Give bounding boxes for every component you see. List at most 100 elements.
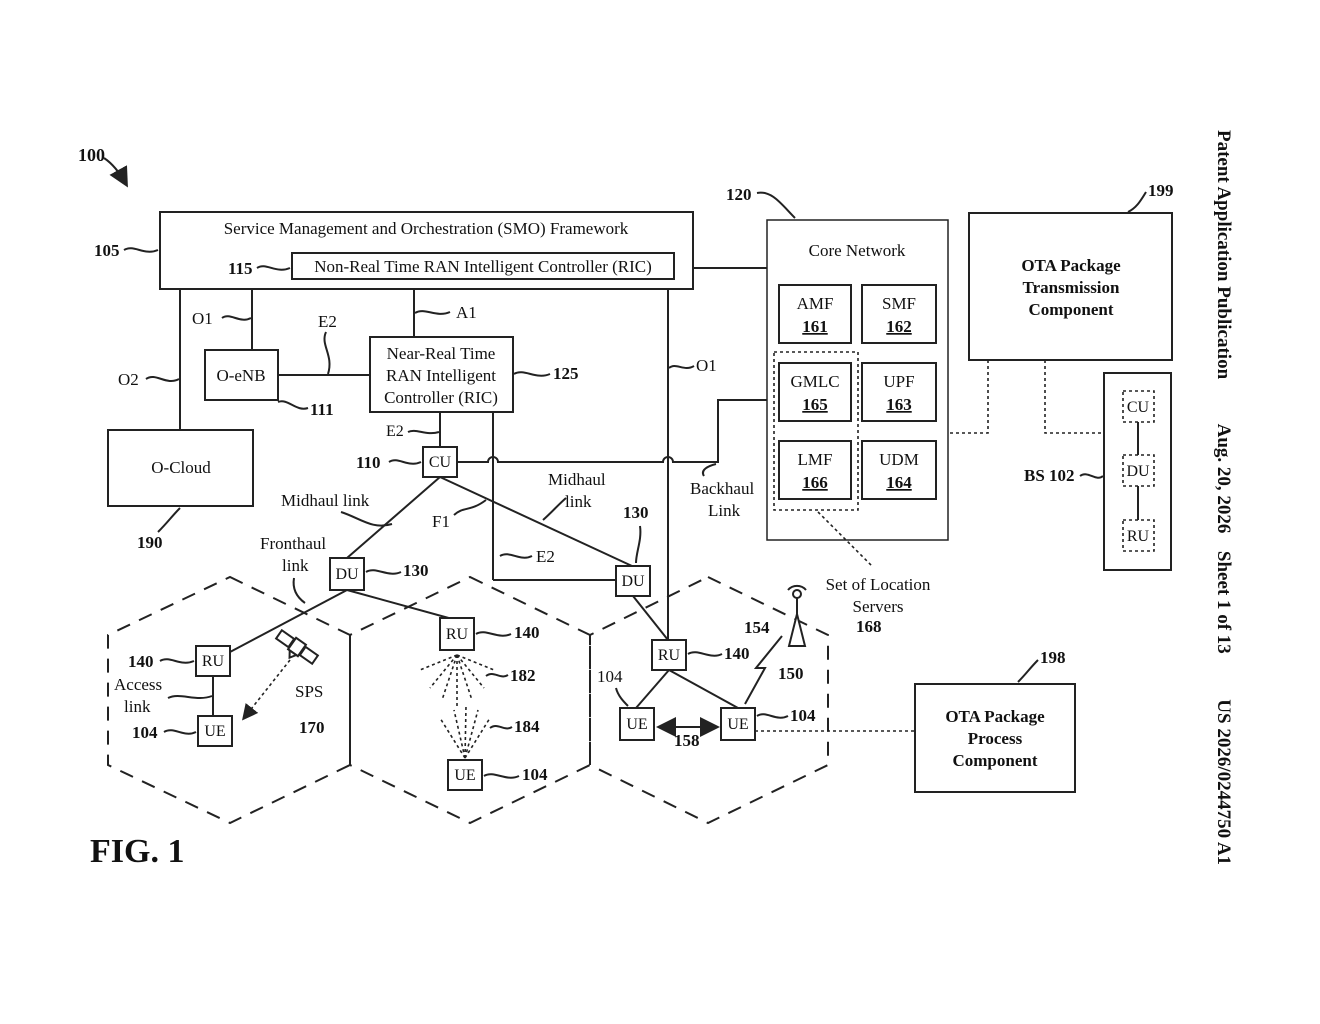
a1-label: A1 xyxy=(456,303,477,322)
ru-mid-label: RU xyxy=(446,626,469,643)
du-left-label: DU xyxy=(335,566,359,583)
ota-transmission-ref: 199 xyxy=(1148,181,1174,200)
ru-right-ref: 140 xyxy=(724,644,750,663)
o-enb-ref: 111 xyxy=(310,400,334,419)
non-rt-ric-label: Non-Real Time RAN Intelligent Controller… xyxy=(314,257,652,276)
core-network-title: Core Network xyxy=(809,241,906,260)
location-servers-label-1: Set of Location xyxy=(826,575,931,594)
du-left-ref: 130 xyxy=(403,561,429,580)
ota-process-line-1: OTA Package xyxy=(945,707,1045,726)
ru-left-label: RU xyxy=(202,653,225,670)
ue-right-b-label: UE xyxy=(727,716,748,733)
ota-process-ref: 198 xyxy=(1040,648,1066,667)
o1-left-label: O1 xyxy=(192,309,213,328)
core-function-gmlc: GMLC 165 xyxy=(779,363,851,421)
core-network-ref: 120 xyxy=(726,185,752,204)
ota-tx-bs-link xyxy=(1045,360,1104,433)
core-function-upf: UPF 163 xyxy=(862,363,936,421)
bs-label: BS 102 xyxy=(1024,466,1075,485)
near-rt-ric-ref: 125 xyxy=(553,364,579,383)
svg-text:DU: DU xyxy=(1126,463,1150,480)
satellite-icon xyxy=(272,629,320,671)
core-function-smf: SMF 162 xyxy=(862,285,936,343)
ue-right-a-label: UE xyxy=(626,716,647,733)
ru-right-label: RU xyxy=(658,647,681,664)
backhaul-leader xyxy=(703,464,716,476)
ru-left-leader xyxy=(160,659,194,662)
svg-text:RU: RU xyxy=(1127,528,1150,545)
ru-right-leader xyxy=(688,652,722,655)
o-cloud-leader xyxy=(158,508,180,532)
sps-signal-arrow xyxy=(244,660,290,718)
wireless-signal-icon xyxy=(745,636,782,704)
figure-caption: FIG. 1 xyxy=(90,833,184,870)
access-link-label-1: Access xyxy=(114,675,162,694)
tx-beams-ref: 182 xyxy=(510,666,536,685)
rx-beams-leader xyxy=(490,726,512,728)
o2-label: O2 xyxy=(118,370,139,389)
midhaul-right-leader xyxy=(543,498,566,520)
antenna-ref: 150 xyxy=(778,664,804,683)
side-header: Patent Application Publication Aug. 20, … xyxy=(1200,120,1242,880)
ue-mid-leader xyxy=(484,774,519,777)
midhaul-right-label-2: link xyxy=(565,492,592,511)
tx-beams-leader xyxy=(486,674,508,676)
ue-left-label: UE xyxy=(204,723,225,740)
svg-text:SMF: SMF xyxy=(882,294,916,313)
location-servers-ref: 168 xyxy=(856,617,882,636)
smo-leader xyxy=(124,248,158,251)
sps-label: SPS xyxy=(295,682,323,701)
svg-text:GMLC: GMLC xyxy=(790,372,839,391)
svg-text:AMF: AMF xyxy=(797,294,834,313)
ru-mid-leader xyxy=(476,632,511,635)
e2-du-leader xyxy=(500,554,532,557)
ue-right-a-leader xyxy=(616,688,628,706)
midhaul-left-label: Midhaul link xyxy=(281,491,370,510)
core-function-udm: UDM 164 xyxy=(862,441,936,499)
e2-cu-label: E2 xyxy=(386,423,404,440)
o2-leader xyxy=(146,377,179,381)
svg-text:UDM: UDM xyxy=(879,450,919,469)
figure-ref: 100 xyxy=(78,145,105,165)
sps-ref: 170 xyxy=(299,718,325,737)
figure-ref-arrow xyxy=(104,158,126,184)
svg-text:LMF: LMF xyxy=(798,450,833,469)
ota-process-leader xyxy=(1018,660,1038,682)
ue-right-b-ref: 104 xyxy=(790,706,816,725)
ota-transmission-line-3: Component xyxy=(1028,300,1113,319)
o1-right-label: O1 xyxy=(696,356,717,375)
ru-left-ref: 140 xyxy=(128,652,154,671)
o-cloud-label: O-Cloud xyxy=(151,458,211,477)
access-link-label-2: link xyxy=(124,697,151,716)
svg-text:163: 163 xyxy=(886,395,912,414)
fronthaul-label-1: Fronthaul xyxy=(260,534,326,553)
e2-top-leader xyxy=(324,332,329,374)
rx-beams-ref: 184 xyxy=(514,717,540,736)
near-rt-ric-line-3: Controller (RIC) xyxy=(384,388,498,407)
o-enb-leader xyxy=(278,401,308,408)
svg-text:166: 166 xyxy=(802,473,828,492)
f1-label: F1 xyxy=(432,512,450,531)
svg-text:CU: CU xyxy=(1127,399,1150,416)
non-rt-ric-ref: 115 xyxy=(228,259,253,278)
side-publication: Patent Application Publication xyxy=(1213,130,1234,379)
side-number: US 2026/0244750 A1 xyxy=(1213,699,1234,865)
e2-cu-leader xyxy=(408,431,439,433)
smo-framework-label: Service Management and Orchestration (SM… xyxy=(224,219,629,238)
near-rt-ric-line-2: RAN Intelligent xyxy=(386,366,496,385)
cu-label: CU xyxy=(429,454,452,471)
cell-right-hexagon xyxy=(590,577,828,823)
svg-text:UPF: UPF xyxy=(883,372,914,391)
fronthaul-leader xyxy=(294,578,305,603)
ue-right-a-ref: 104 xyxy=(597,667,623,686)
svg-text:161: 161 xyxy=(802,317,828,336)
du-right-ref: 130 xyxy=(623,503,649,522)
ue-right-b-leader xyxy=(757,714,788,717)
core-network-leader xyxy=(757,193,795,218)
ota-tx-core-link xyxy=(948,360,988,433)
e2-top-label: E2 xyxy=(318,312,337,331)
ue-mid-ref: 104 xyxy=(522,765,548,784)
rx-beams-icon xyxy=(440,706,490,758)
ota-process-line-3: Component xyxy=(952,751,1037,770)
